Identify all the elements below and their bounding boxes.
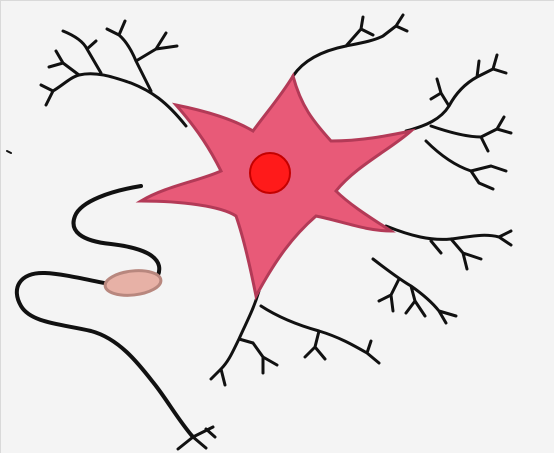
nucleus — [250, 153, 290, 193]
